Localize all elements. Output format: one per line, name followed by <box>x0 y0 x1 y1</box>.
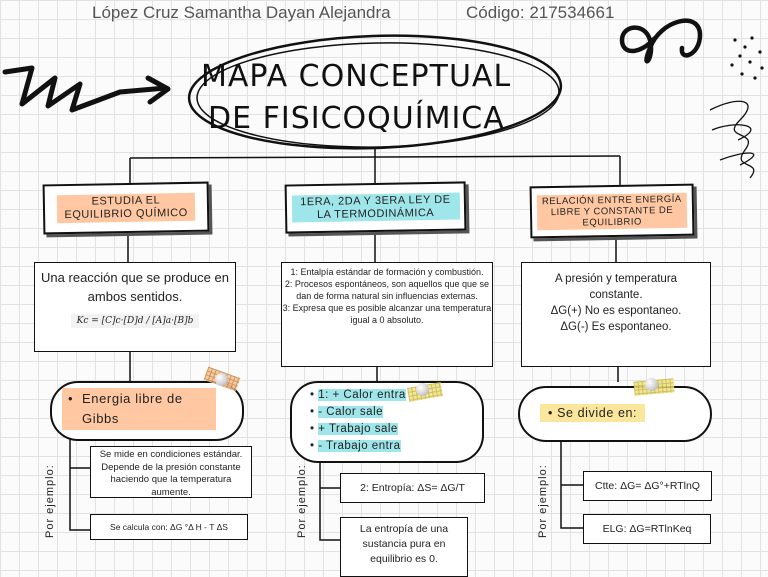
example-box-1: Ctte: ΔG= ΔG°+RTlnQ <box>583 471 712 501</box>
bullet-text: 1: + Calor entra <box>318 389 406 401</box>
bullet-item: • Se divide en: <box>540 404 646 422</box>
law-3-text: 3: Expresa que es posible alcanzar una t… <box>282 303 492 325</box>
example-box-2: ELG: ΔG=RTlnKeq <box>583 514 711 544</box>
category-box-equilibrio: ESTUDIA EL EQUILIBRIO QUÍMICO <box>42 181 210 235</box>
description-box: Una reacción que se produce en ambos sen… <box>34 262 236 352</box>
pin-decoration <box>416 383 429 396</box>
pin-decoration <box>645 378 658 391</box>
pin-decoration <box>215 373 228 386</box>
positive-dg-text: ΔG(+) No es espontaneo. <box>550 305 682 317</box>
category-label: 1ERA, 2DA Y 3ERA LEY DE LA TERMODINÁMICA <box>291 192 460 223</box>
example-box-1: 2: Entropía: ΔS= ΔG/T <box>340 473 485 503</box>
page-title-line1: MAPA CONCEPTUAL <box>201 59 512 94</box>
student-code: Código: 217534661 <box>466 3 615 22</box>
description-box: 1: Entalpía estándar de formación y comb… <box>281 262 493 367</box>
bullet-text: + Trabajo sale <box>318 423 398 435</box>
bullet-text: - Trabajo entra <box>318 440 401 452</box>
description-box: A presión y temperatura constante. ΔG(+)… <box>521 262 711 367</box>
bullet-item: • Energia libre de Gibbs <box>62 388 216 430</box>
bullet-dot: • <box>68 391 74 406</box>
law-1-text: 1: Entalpía estándar de formación y comb… <box>290 267 484 277</box>
category-label: RELACIÓN ENTRE ENERGÍA LIBRE Y CONSTANTE… <box>536 192 688 230</box>
bullet-text: - Calor sale <box>318 406 384 418</box>
equilibrium-formula: Kc = [C]c·[D]d / [A]a·[B]b <box>70 314 200 328</box>
example-label: Por ejemplo: <box>537 464 549 538</box>
bullet-pill: • Energia libre de Gibbs <box>50 381 244 441</box>
bullet-item: • - Calor sale <box>310 406 384 418</box>
example-box-1: Se mide en condiciones estándar. Depende… <box>90 446 252 498</box>
bullet-item: • 1: + Calor entra <box>310 389 406 401</box>
example-label: Por ejemplo: <box>44 464 56 538</box>
bullet-item: • - Trabajo entra <box>310 440 401 452</box>
bullet-pill: • Se divide en: <box>518 386 712 442</box>
bullet-list: • 1: + Calor entra • - Calor sale • + Tr… <box>310 387 406 455</box>
law-2-text: 2: Procesos espontáneos, son aquellos qu… <box>284 279 490 301</box>
bullet-item: • + Trabajo sale <box>310 423 398 435</box>
example-label: Por ejemplo: <box>296 464 308 538</box>
category-box-termodinamica: 1ERA, 2DA Y 3ERA LEY DE LA TERMODINÁMICA <box>284 181 467 234</box>
category-label: ESTUDIA EL EQUILIBRIO QUÍMICO <box>56 193 196 223</box>
author-name: López Cruz Samantha Dayan Alejandra <box>92 3 391 22</box>
page-title-line2: DE FISICOQUÍMICA <box>208 101 505 136</box>
example-box-2: Se calcula con: ΔG °Δ H - T ΔS <box>90 514 248 540</box>
negative-dg-text: ΔG(-) Es espontaneo. <box>560 321 672 333</box>
bullet-dot: • <box>548 406 558 420</box>
description-text: Una reacción que se produce en ambos sen… <box>41 270 229 304</box>
example-box-2: La entropía de una sustancia pura en equ… <box>340 517 468 577</box>
bullet-text: Energia libre de Gibbs <box>82 391 183 426</box>
bullet-text: Se divide en: <box>557 406 638 420</box>
bullet-pill: • 1: + Calor entra • - Calor sale • + Tr… <box>290 381 484 463</box>
category-box-relacion: RELACIÓN ENTRE ENERGÍA LIBRE Y CONSTANTE… <box>529 183 695 239</box>
condition-text: A presión y temperatura constante. <box>554 273 678 301</box>
